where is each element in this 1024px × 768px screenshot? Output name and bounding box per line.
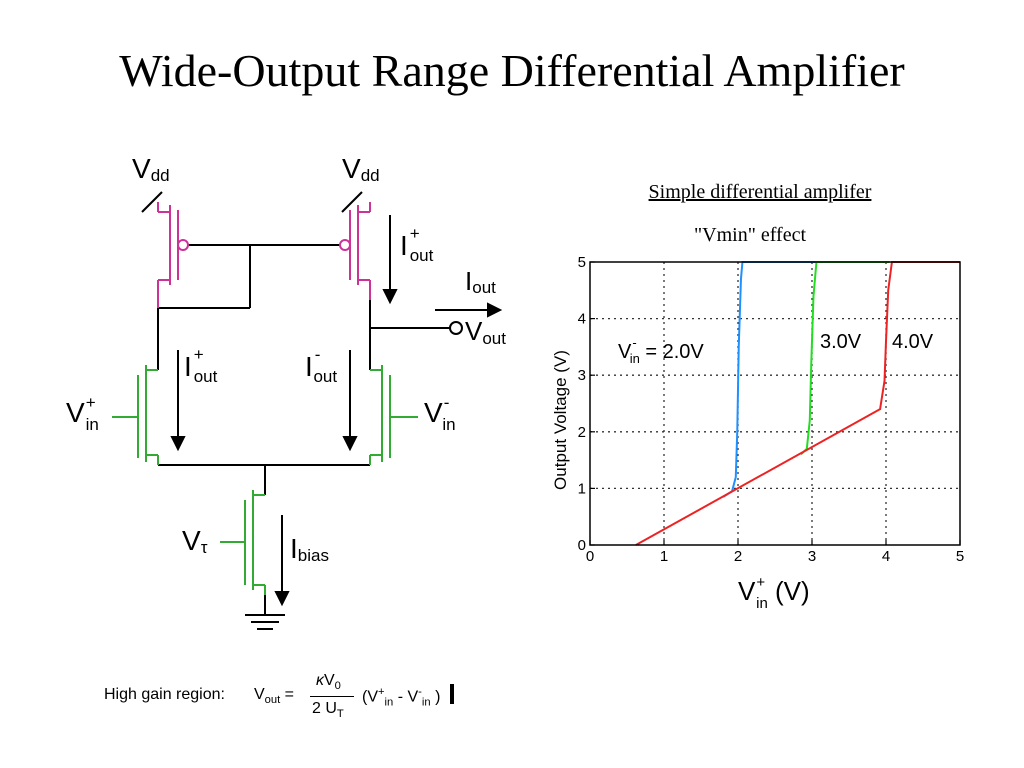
chart-ticks: 0 1 2 3 4 5 0 1 2 3 4 5 bbox=[578, 254, 965, 565]
text-cursor bbox=[450, 684, 454, 704]
iout-label: Iout bbox=[465, 266, 496, 297]
y-tick-label-1: 1 bbox=[578, 480, 586, 497]
x-tick-label-2: 2 bbox=[734, 548, 742, 565]
chart-subtitle: "Vmin" effect bbox=[693, 224, 807, 246]
chart-axes bbox=[589, 261, 961, 546]
pmos-left bbox=[157, 202, 189, 308]
slide-title: Wide-Output Range Differential Amplifier bbox=[119, 45, 905, 96]
plot-frame bbox=[589, 261, 961, 546]
y-tick-label-3: 3 bbox=[578, 367, 586, 384]
current-arrows bbox=[170, 215, 503, 607]
circuit-diagram: Vdd Vdd I+out Iout Vout I+out I-out V+in… bbox=[66, 153, 506, 630]
vout-vs-vin-chart: 0 1 2 3 4 5 0 1 2 3 4 5 Output Voltage (V) V+in (V)… bbox=[551, 254, 965, 612]
vin-plus-label: V+in bbox=[66, 393, 99, 434]
formula-difference: (V+in - V-in ) bbox=[362, 686, 441, 709]
series-line-2-0v bbox=[722, 261, 820, 498]
formula-denominator: 2 UT bbox=[312, 700, 344, 721]
series-line-3-0v bbox=[800, 261, 890, 456]
vdd-right-label: Vdd bbox=[342, 153, 380, 185]
x-axis-label: V+in (V) bbox=[738, 574, 810, 612]
formula-vout: Vout = bbox=[254, 686, 295, 707]
x-tick-label-5: 5 bbox=[956, 548, 964, 565]
y-tick-label-4: 4 bbox=[578, 311, 586, 328]
series-line-4-0v bbox=[635, 261, 960, 546]
chart-title: Simple differential amplifer bbox=[648, 181, 872, 203]
x-tick-label-4: 4 bbox=[882, 548, 890, 565]
vin-minus-label: V-in bbox=[424, 393, 456, 434]
iout-plus-left-label: I+out bbox=[184, 345, 218, 386]
x-tick-label-3: 3 bbox=[808, 548, 816, 565]
y-tick-label-5: 5 bbox=[578, 254, 586, 271]
vout-label: Vout bbox=[465, 316, 506, 348]
fraction-bar bbox=[310, 696, 354, 697]
iout-minus-right-label: I-out bbox=[305, 345, 337, 386]
nmos-bias bbox=[220, 490, 266, 595]
high-gain-formula: High gain region: Vout = κV0 2 UT (V+in … bbox=[104, 672, 484, 732]
x-tick-label-1: 1 bbox=[660, 548, 668, 565]
y-axis-label: Output Voltage (V) bbox=[551, 350, 570, 490]
y-tick-label-2: 2 bbox=[578, 424, 586, 441]
x-tick-label-0: 0 bbox=[586, 548, 594, 565]
chart-grid bbox=[590, 262, 960, 545]
nmos-left bbox=[112, 365, 159, 465]
pmos-right bbox=[339, 202, 371, 300]
annotation-3v: 3.0V bbox=[820, 331, 862, 353]
circuit-wires bbox=[141, 191, 450, 630]
ibias-label: Ibias bbox=[290, 533, 329, 565]
formula-label: High gain region: bbox=[104, 686, 225, 703]
annotation-4v: 4.0V bbox=[892, 331, 934, 353]
vdd-left-label: Vdd bbox=[132, 153, 170, 185]
formula-numerator: κV0 bbox=[316, 672, 341, 693]
annotation-vin-2v: V-in = 2.0V bbox=[618, 335, 704, 366]
iout-plus-top-label: I+out bbox=[400, 224, 434, 265]
nmos-right bbox=[369, 365, 418, 465]
y-tick-label-0: 0 bbox=[578, 537, 586, 554]
chart-series bbox=[635, 261, 960, 546]
vtau-label: Vτ bbox=[182, 525, 208, 557]
